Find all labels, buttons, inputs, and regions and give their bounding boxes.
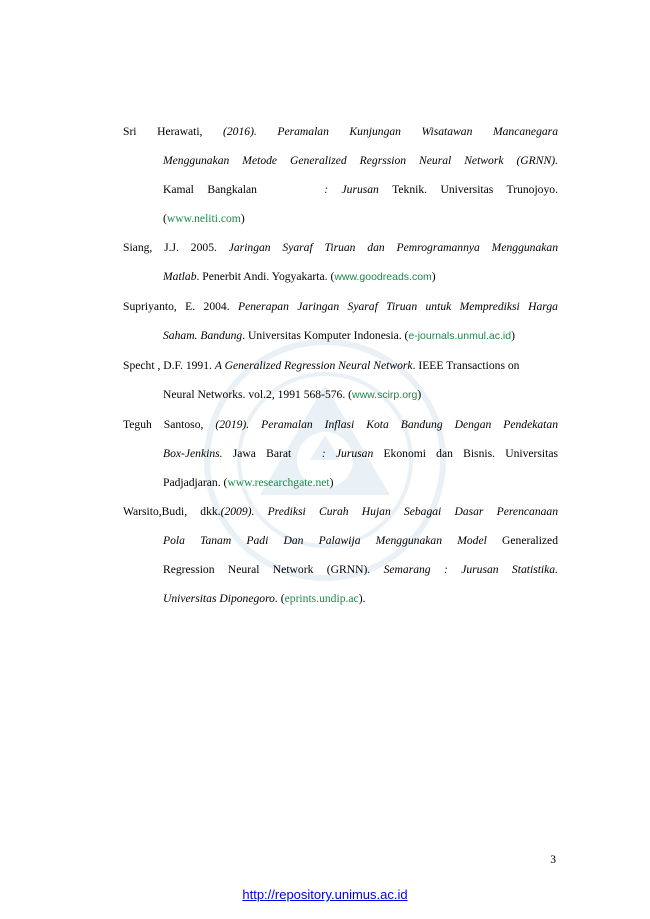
reference-item: Sri Herawati, (2016). Peramalan Kunjunga… bbox=[123, 117, 558, 233]
reference-line: Box-Jenkins. Jawa Barat : Jurusan Ekonom… bbox=[163, 447, 558, 460]
reference-line: Padjadjaran. (www.researchgate.net) bbox=[163, 476, 334, 489]
reference-item: Specht , D.F. 1991. A Generalized Regres… bbox=[123, 351, 558, 410]
reference-item: Siang, J.J. 2005. Jaringan Syaraf Tiruan… bbox=[123, 233, 558, 292]
reference-line: Universitas Diponegoro. (eprints.undip.a… bbox=[163, 592, 366, 605]
reference-line: Specht , D.F. 1991. A Generalized Regres… bbox=[123, 359, 520, 372]
reference-line: Saham. Bandung. Universitas Komputer Ind… bbox=[163, 329, 515, 342]
reference-link[interactable]: eprints.undip.ac bbox=[284, 592, 359, 605]
repository-footer-link[interactable]: http://repository.unimus.ac.id bbox=[242, 887, 408, 902]
reference-line: Menggunakan Metode Generalized Regrssion… bbox=[163, 154, 558, 167]
reference-item: Teguh Santoso, (2019). Peramalan Inflasi… bbox=[123, 410, 558, 497]
reference-line: Kamal Bangkalan : Jurusan Teknik. Univer… bbox=[163, 183, 558, 196]
reference-item: Warsito,Budi, dkk.(2009). Prediksi Curah… bbox=[123, 497, 558, 613]
reference-line: Warsito,Budi, dkk.(2009). Prediksi Curah… bbox=[123, 505, 559, 518]
reference-link[interactable]: www.researchgate.net bbox=[227, 476, 330, 489]
reference-line: Pola Tanam Padi Dan Palawija Menggunakan… bbox=[163, 534, 558, 547]
page-number: 3 bbox=[550, 853, 556, 866]
reference-line: Siang, J.J. 2005. Jaringan Syaraf Tiruan… bbox=[123, 241, 558, 254]
reference-link[interactable]: www.scirp.org bbox=[352, 389, 418, 401]
reference-line: Regression Neural Network (GRNN). Semara… bbox=[163, 563, 558, 576]
reference-line: Teguh Santoso, (2019). Peramalan Inflasi… bbox=[123, 418, 558, 431]
reference-link[interactable]: e-journals.unmul.ac.id bbox=[408, 330, 512, 342]
reference-line: (www.neliti.com) bbox=[163, 212, 245, 225]
reference-line: Sri Herawati, (2016). Peramalan Kunjunga… bbox=[123, 125, 558, 138]
reference-link[interactable]: www.goodreads.com bbox=[334, 271, 432, 283]
reference-link[interactable]: www.neliti.com bbox=[166, 212, 241, 225]
reference-item: Supriyanto, E. 2004. Penerapan Jaringan … bbox=[123, 292, 558, 351]
reference-line: Supriyanto, E. 2004. Penerapan Jaringan … bbox=[123, 300, 558, 313]
reference-line: Matlab. Penerbit Andi. Yogyakarta. (www.… bbox=[163, 270, 436, 283]
reference-line: Neural Networks. vol.2, 1991 568-576. (w… bbox=[163, 388, 422, 401]
reference-list: Sri Herawati, (2016). Peramalan Kunjunga… bbox=[123, 117, 558, 613]
